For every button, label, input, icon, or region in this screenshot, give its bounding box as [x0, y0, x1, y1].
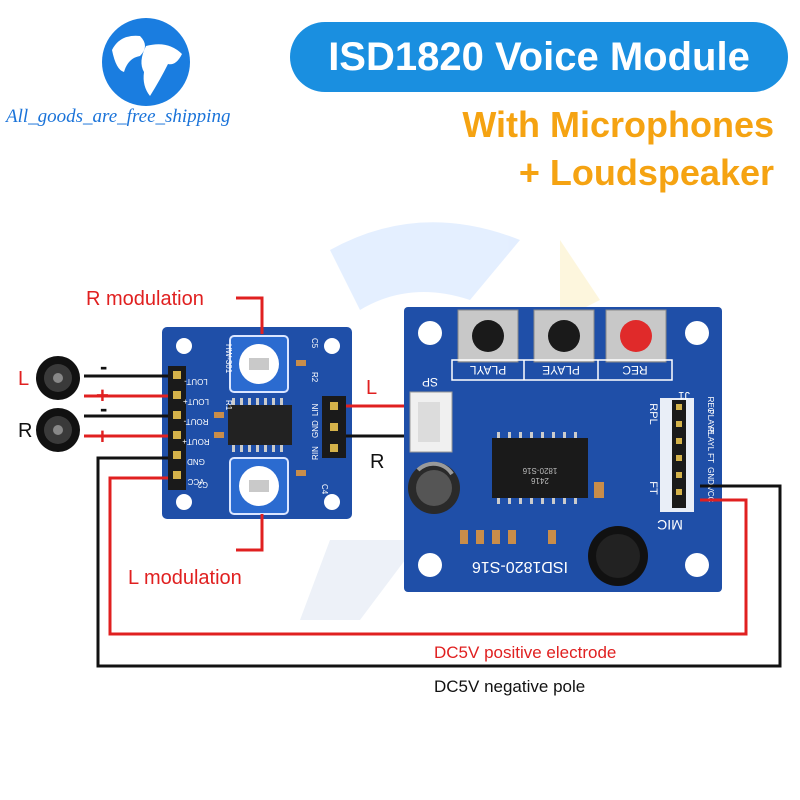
subtitle-line-2: + Loudspeaker: [518, 152, 774, 193]
side-label-rpl: RPL: [647, 403, 659, 424]
header-label-rec: REC: [706, 397, 715, 414]
chip-text-1: 1820-S16: [522, 466, 557, 475]
sp-label: SP: [422, 375, 438, 389]
button-rec: [605, 309, 667, 363]
amp-pin-label: ROUT+: [182, 437, 210, 446]
negative-label: DC5V negative pole: [434, 677, 585, 696]
voice-chip: 1820-S16 2416: [492, 432, 588, 504]
potentiometer-r: [229, 335, 289, 393]
amp-silkscreen: LOUT- LOUT+ ROUT- ROUT+ GND VCC RIN GND …: [182, 338, 329, 495]
button-playl: [457, 309, 519, 363]
speaker-l-label: L: [18, 368, 29, 390]
plus-sign: +: [96, 383, 109, 408]
header-label-ft: FT: [706, 453, 715, 463]
amp-pin-label: GND: [187, 457, 205, 466]
mic-label: MIC: [657, 517, 683, 533]
page-title: ISD1820 Voice Module: [290, 22, 788, 92]
header-label-vcc: VCC: [706, 486, 715, 503]
button-label-rec: REC: [622, 363, 648, 377]
r-modulation-label: R modulation: [86, 288, 204, 310]
capacitor: [408, 461, 460, 514]
amp-silk-label: C5: [310, 338, 319, 349]
l-modulation-label: L modulation: [128, 567, 242, 589]
side-label-ft: FT: [647, 481, 659, 495]
speaker-r-icon: [36, 408, 80, 452]
header-label-playl: PLAYL: [706, 427, 715, 452]
header-label-playe: PLAYE: [706, 409, 715, 434]
amplifier-chip: [228, 398, 292, 452]
amp-silk-label: R1: [224, 400, 233, 411]
button-label-playe: PLAYE: [542, 363, 580, 377]
background-watermark: [300, 222, 600, 620]
amp-output-header: [168, 366, 186, 490]
amp-silk-label: C4: [320, 484, 329, 495]
minus-sign: -: [100, 354, 107, 379]
header-label-gnd: GND: [706, 467, 715, 485]
wire-r-label: R: [370, 451, 384, 473]
speaker-r-label: R: [18, 420, 32, 442]
voice-board: PLAYL PLAYE REC SP 1820-S16: [404, 307, 722, 592]
positive-label: DC5V positive electrode: [434, 643, 616, 662]
amp-pin-label: LOUT+: [183, 397, 209, 406]
amp-model-label: HW-301: [224, 344, 233, 374]
button-playe: [533, 309, 595, 363]
brand-tagline: All_goods_are_free_shipping: [6, 106, 231, 127]
wires: [84, 296, 782, 668]
amp-silk-label: C2: [197, 480, 208, 489]
microphone-icon: [588, 526, 648, 586]
globe-icon: [102, 18, 190, 106]
amp-pin-label: LOUT-: [184, 377, 208, 386]
button-label-playl: PLAYL: [469, 363, 506, 377]
amplifier-board: LOUT- LOUT+ ROUT- ROUT+ GND VCC RIN GND …: [162, 327, 352, 519]
amp-input-label: LIN: [311, 403, 320, 416]
amp-input-label: RIN: [311, 446, 320, 460]
speaker-l-icon: [36, 356, 80, 400]
j1-label: J1: [678, 389, 690, 401]
j1-header: [660, 398, 694, 512]
model-label: ISD1820-S16: [472, 558, 568, 575]
amp-input-header: [322, 396, 346, 458]
subtitle-line-1: With Microphones: [462, 104, 774, 145]
wire-l-label: L: [366, 377, 377, 399]
minus-sign: -: [100, 396, 107, 421]
amp-pin-label: VCC: [187, 477, 204, 486]
amp-pin-label: ROUT-: [183, 417, 208, 426]
speaker-connector: SP: [409, 375, 453, 453]
amp-input-label: GND: [311, 420, 320, 438]
chip-text-2: 2416: [531, 476, 549, 485]
plus-sign: +: [96, 424, 109, 449]
annotations: R modulation L modulation L R - + - + L …: [18, 288, 616, 696]
potentiometer-l: [229, 457, 289, 515]
amp-silk-label: R2: [310, 372, 319, 383]
